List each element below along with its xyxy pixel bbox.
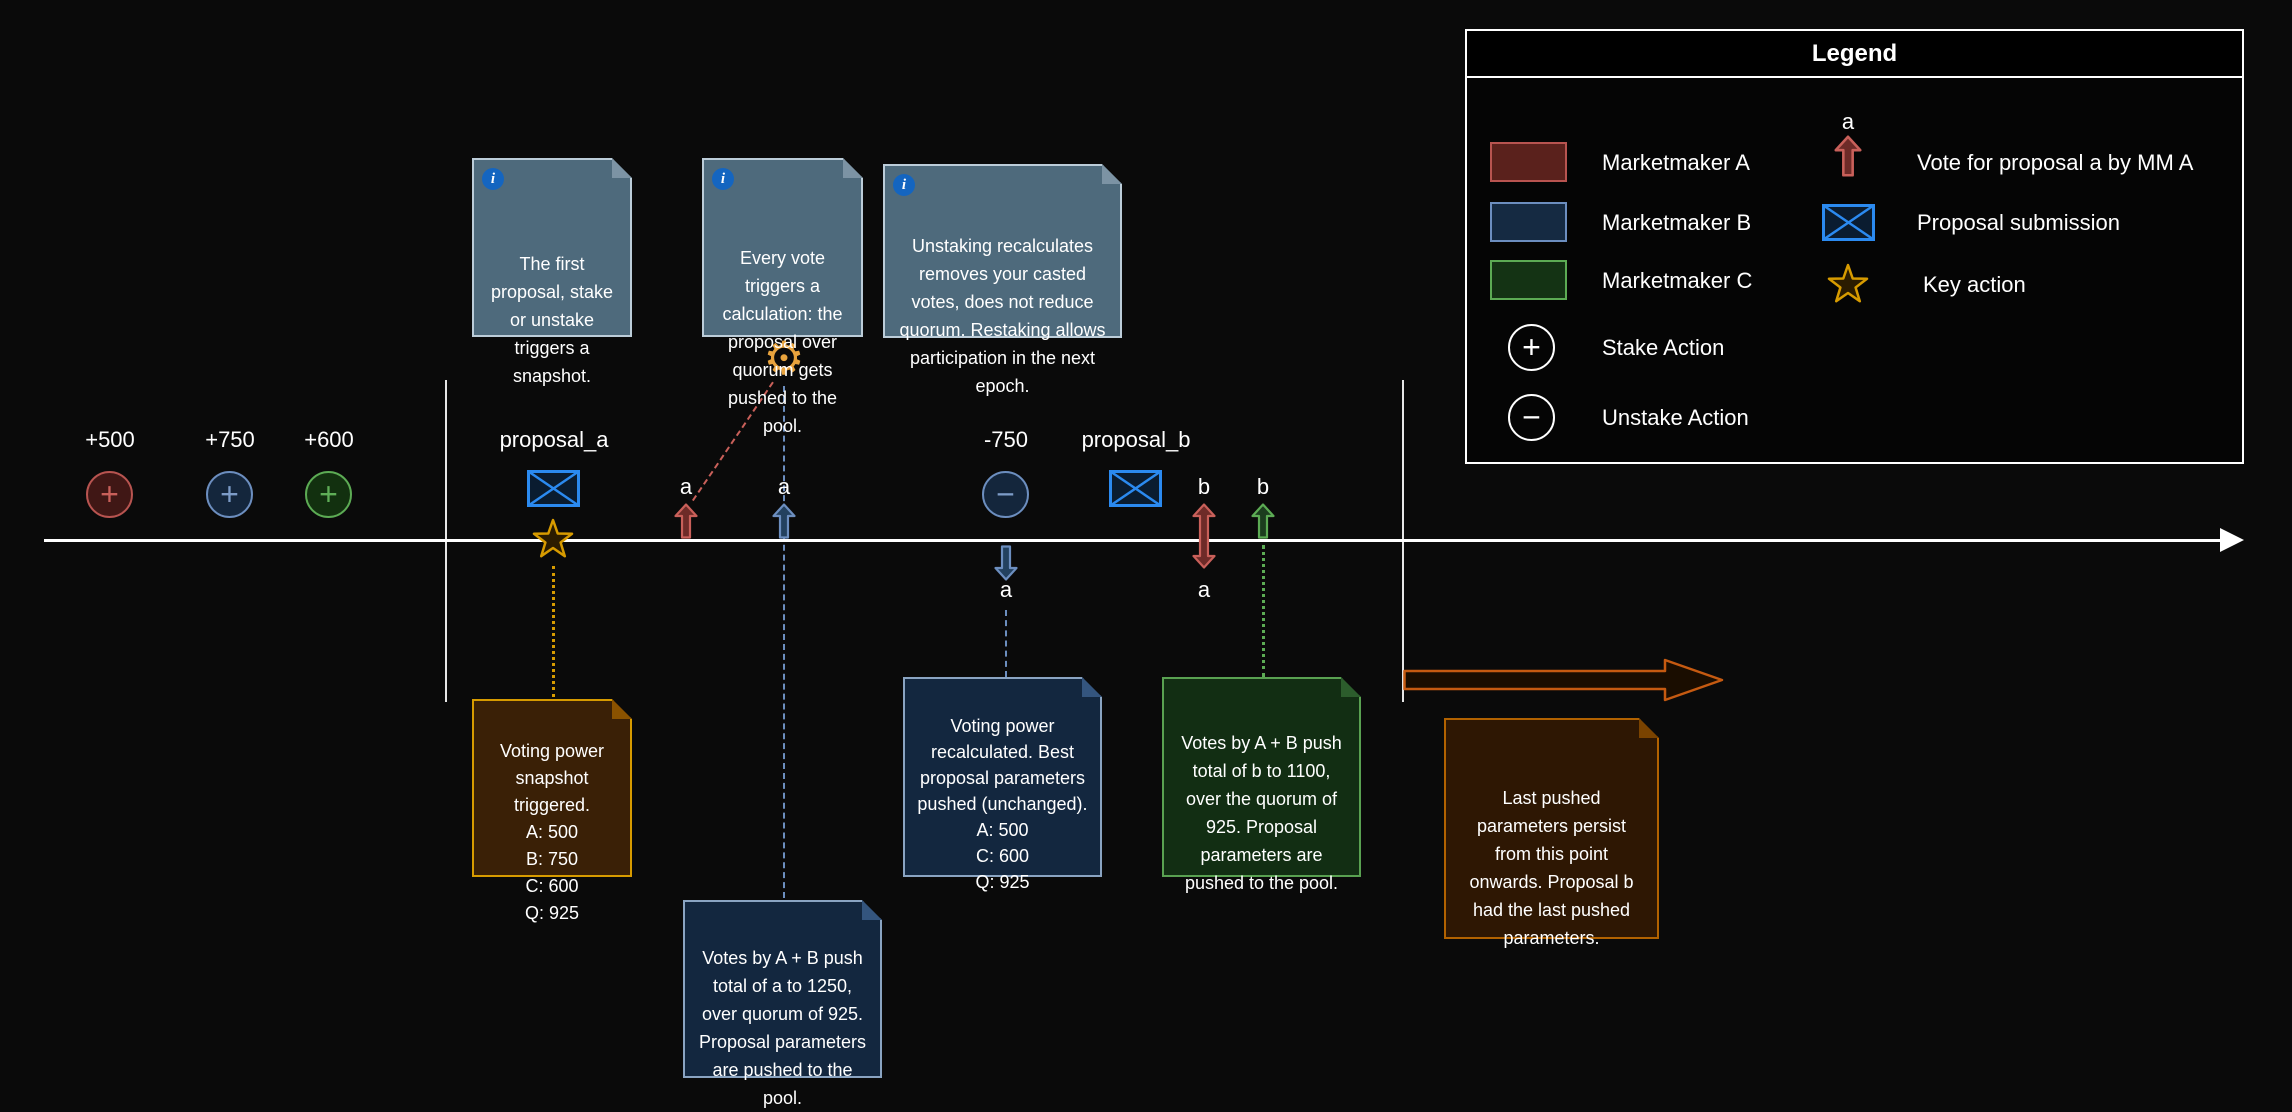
legend-vote-desc-label: Vote for proposal a by MM A: [1917, 150, 2194, 175]
proposal-a-envelope-icon: [527, 470, 580, 507]
vote-a-removed-arrow-icon: [994, 545, 1018, 581]
legend-envelope-icon: [1822, 204, 1875, 241]
marketmaker-c-swatch: [1490, 260, 1567, 300]
legend-key-action-label: Key action: [1923, 272, 2026, 297]
minus-icon: −: [996, 476, 1015, 512]
recalc-dashed-line: [1005, 610, 1007, 677]
continuation-arrow-icon: [1403, 658, 1724, 702]
legend-title: Legend: [1467, 31, 2242, 78]
legend-stake-icon: +: [1508, 324, 1555, 371]
vote-swap-mma-arrow-icon: [1192, 503, 1216, 569]
note-text: Last pushed parameters persist from this…: [1469, 788, 1634, 948]
plus-icon: +: [100, 476, 119, 512]
info-icon: i: [893, 174, 915, 196]
timeline-line: [44, 539, 2224, 542]
calc-dashed-line-blue: [783, 386, 785, 898]
legend-unstake-label: Unstake Action: [1602, 405, 1749, 430]
unstake-b-amount-label: -750: [983, 427, 1029, 452]
timeline-arrowhead-icon: [2220, 528, 2244, 552]
stake-a-amount-label: +500: [85, 427, 135, 452]
legend-panel: Legend Marketmaker A Marketmaker B Marke…: [1465, 29, 2244, 464]
vote-a-mma-arrow-icon: [674, 503, 698, 539]
note-text: Voting power snapshot triggered. A: 500 …: [499, 741, 605, 923]
note-votes-a: Votes by A + B push total of a to 1250, …: [683, 900, 882, 1108]
note-text: Unstaking recalculates removes your cast…: [899, 236, 1106, 396]
note-last-params: Last pushed parameters persist from this…: [1444, 718, 1659, 948]
note-first-proposal: i The first proposal, stake or unstake t…: [472, 158, 632, 386]
stake-a-icon: +: [86, 471, 133, 518]
proposal-b-label: proposal_b: [1081, 427, 1191, 452]
marketmaker-c-label: Marketmaker C: [1602, 268, 1753, 293]
stake-c-amount-label: +600: [304, 427, 354, 452]
legend-proposal-desc-label: Proposal submission: [1917, 210, 2120, 235]
vote-a-mma-label: a: [679, 474, 693, 499]
note-text: The first proposal, stake or unstake tri…: [490, 254, 614, 386]
stake-b-amount-label: +750: [205, 427, 255, 452]
marketmaker-a-label: Marketmaker A: [1602, 150, 1750, 175]
legend-vote-glyph-label: a: [1841, 109, 1855, 134]
info-icon: i: [712, 168, 734, 190]
legend-vote-arrow-icon: [1834, 135, 1862, 177]
note-snapshot: Voting power snapshot triggered. A: 500 …: [472, 699, 632, 923]
vote-a-mmb-label: a: [777, 474, 791, 499]
minus-icon: −: [1522, 399, 1541, 435]
note-text: Every vote triggers a calculation: the p…: [722, 248, 843, 436]
vote-a-removed-label: a: [999, 577, 1013, 602]
plus-icon: +: [319, 476, 338, 512]
marketmaker-b-swatch: [1490, 202, 1567, 242]
note-unstaking: i Unstaking recalculates removes your ca…: [883, 164, 1122, 396]
snapshot-dotted-line: [552, 566, 555, 697]
note-text: Votes by A + B push total of a to 1250, …: [698, 948, 867, 1108]
vote-a-mma-removed-label: a: [1197, 577, 1211, 602]
proposal-a-label: proposal_a: [499, 427, 609, 452]
note-every-vote: i Every vote triggers a calculation: the…: [702, 158, 863, 436]
note-text: Voting power recalculated. Best proposal…: [917, 716, 1088, 892]
vote-b-mma-label: b: [1197, 474, 1211, 499]
plus-icon: +: [1522, 329, 1541, 365]
vote-b-mmc-label: b: [1256, 474, 1270, 499]
note-recalc: Voting power recalculated. Best proposal…: [903, 677, 1102, 892]
vote-b-mmc-arrow-icon: [1251, 503, 1275, 539]
note-votes-b: Votes by A + B push total of b to 1100, …: [1162, 677, 1361, 893]
votes-b-dotted-line: [1262, 545, 1265, 677]
legend-star-icon: [1827, 263, 1869, 303]
key-action-star-icon: [532, 518, 574, 558]
legend-stake-label: Stake Action: [1602, 335, 1725, 360]
marketmaker-b-label: Marketmaker B: [1602, 210, 1752, 235]
marketmaker-a-swatch: [1490, 142, 1567, 182]
note-text: Votes by A + B push total of b to 1100, …: [1181, 733, 1342, 893]
gear-icon: ⚙: [758, 334, 810, 382]
plus-icon: +: [220, 476, 239, 512]
unstake-b-icon: −: [982, 471, 1029, 518]
info-icon: i: [482, 168, 504, 190]
vote-a-mmb-arrow-icon: [772, 503, 796, 539]
stake-b-icon: +: [206, 471, 253, 518]
stake-c-icon: +: [305, 471, 352, 518]
legend-unstake-icon: −: [1508, 394, 1555, 441]
proposal-b-envelope-icon: [1109, 470, 1162, 507]
